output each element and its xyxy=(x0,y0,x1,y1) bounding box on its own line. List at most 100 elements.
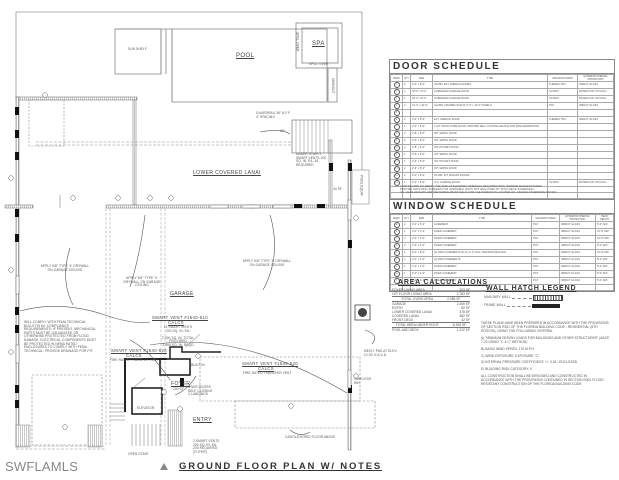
window-cell: IMPACT GLASS xyxy=(559,228,596,236)
door-schedule: DOOR SCHEDULE MARK QTY SIZE TYPE MANUFAC… xyxy=(389,59,615,200)
door-cell: 1 xyxy=(402,158,411,166)
door-cell xyxy=(577,144,614,152)
under-stair-vents-note: UNDER STAIR 2 SMART VENTS 200 SQ. IN. EA… xyxy=(296,152,327,167)
door-mark: 1 xyxy=(393,82,400,88)
door-cell: 2 xyxy=(402,137,411,145)
door-cell xyxy=(577,172,614,180)
window-cell: 8'-0" AFF xyxy=(595,256,614,264)
door-cell xyxy=(402,109,411,117)
door-cell: 2 xyxy=(402,172,411,180)
door-cell xyxy=(410,109,433,117)
area-value: 1,212 SF xyxy=(456,328,470,332)
window-cell: 1 xyxy=(402,249,411,257)
code-note-item: D) INTERNAL PRESSURE COEFFICIENT: +/- 0.… xyxy=(481,360,578,365)
fema-note: WILL COMPLY WITH FEMA TECHNICAL BULLETIN… xyxy=(24,320,97,353)
warning-triangle-icon xyxy=(160,463,168,470)
door-cell: THERMA TRU xyxy=(547,81,578,89)
door-mark: 13 xyxy=(393,166,400,172)
col-type: TYPE xyxy=(432,214,532,222)
legend-frame-label: FRAME WALL xyxy=(484,303,506,308)
col-head-height: HEAD HEIGHT xyxy=(595,214,614,222)
drywall-note-1: APPLY 5/8" TYPE 'X' DRYWALL ON GARAGE CE… xyxy=(40,264,90,272)
window-schedule-table: MARK QTY SIZE TYPE MANUFACTURER EXTERIOR… xyxy=(390,214,614,291)
door-cell: 2 xyxy=(402,165,411,173)
door-cell: 2 xyxy=(402,81,411,89)
area-value: 2,783 SF xyxy=(456,292,470,296)
area-calculations-title: AREA CALCULATIONS xyxy=(398,279,488,286)
door-cell xyxy=(577,130,614,138)
window-cell: CASEMENT xyxy=(432,221,532,229)
door-cell: INT. SWING DOOR xyxy=(432,151,548,159)
window-cell: 10'-8" AFF xyxy=(595,235,614,243)
window-cell: 3'-0" x 5'-0" xyxy=(410,221,433,229)
window-cell: 2 xyxy=(402,242,411,250)
area-label: GARAGE xyxy=(392,302,407,306)
door-cell: 1 xyxy=(402,95,411,103)
area-value: 378 SF xyxy=(459,310,470,314)
door-cell xyxy=(577,191,614,199)
pool-label: POOL xyxy=(236,53,255,59)
pool-equip-label: POOL EQUIP. xyxy=(359,175,364,197)
smart-vent-3-body: FIRE RATED TRANSFER VENT xyxy=(243,371,292,375)
window-mark: A xyxy=(393,222,400,228)
legend-masonry-wall: MASONRY WALL xyxy=(484,295,563,301)
door-cell: INT. SWING DOOR xyxy=(432,130,548,138)
code-note-item: A) "MINIMUM DESIGN LOADS FOR BUILDINGS A… xyxy=(481,336,610,345)
foyer-label: FOYER xyxy=(171,381,191,387)
window-cell: PGT xyxy=(531,249,560,257)
door-cell: PGT xyxy=(547,102,578,110)
window-cell: IMPACT GLASS xyxy=(559,235,596,243)
col-protection: EXTERIOR OPENING PROTECTION xyxy=(577,74,614,82)
door-cell: RATED FOR 170 M.P.H. xyxy=(577,95,614,103)
window-cell: 1 xyxy=(402,270,411,278)
window-cell: 3'-0" x 3'-0" xyxy=(410,228,433,236)
col-mark: MARK xyxy=(390,214,403,222)
cantilevered-floor-label: CANTILEVERED FLOOR ABOVE xyxy=(285,435,336,439)
watermark: SWFLAMLS xyxy=(5,459,79,474)
door-cell: RATED FOR 170 M.P.H. xyxy=(577,88,614,96)
smart-vent-1-body: 12 SMART VENTS 200 SQ. IN. EA. 2,400 SQ.… xyxy=(162,325,195,347)
door-cell: IMPACT GLASS xyxy=(577,102,614,110)
window-schedule: WINDOW SCHEDULE MARK QTY SIZE TYPE MANUF… xyxy=(389,199,615,292)
door-cell xyxy=(577,123,614,131)
door-cell: CLOPAY xyxy=(547,95,578,103)
area-value: 82 SF xyxy=(461,306,470,310)
col-type: TYPE xyxy=(432,74,548,82)
smart-vent-2-title: SMART VENT #1540-520 xyxy=(111,348,167,353)
door-mark: 10 xyxy=(393,145,400,151)
window-cell: PGT xyxy=(531,221,560,229)
window-cell: 4 xyxy=(402,221,411,229)
door-cell xyxy=(547,137,578,145)
window-cell: 4'-0" x 6'-0" xyxy=(410,256,433,264)
window-cell: PGT xyxy=(531,228,560,236)
code-note-item: E) BUILDING RISK CATEGORY: II xyxy=(481,367,532,372)
area-label: FOYER LIVING AREA xyxy=(392,288,425,292)
window-mark: C xyxy=(393,236,400,242)
door-cell: 2 xyxy=(402,102,411,110)
bottom-vents-note: 2 SMART VENTS 200 SQ. IN. EA. 200 REQUIR… xyxy=(193,439,220,454)
code-note-item: B) BASIC WIND SPEED: 170 M.P.H. xyxy=(481,347,535,352)
area-44-label: 44 SF xyxy=(333,187,343,191)
code-notes-closing: ALL CONSTRUCTION SHALL BE DESIGNED AND C… xyxy=(481,373,604,387)
door-cell: INT. POCKET DOOR xyxy=(432,144,548,152)
legend-masonry-label: MASONRY WALL xyxy=(484,295,511,300)
window-row xyxy=(390,284,614,291)
window-cell: PGT xyxy=(531,256,560,264)
spill-over-label-1: SPILL OVER xyxy=(295,32,300,52)
window-cell: FIXED CASEMENT xyxy=(432,228,532,236)
masonry-swatch xyxy=(532,295,563,301)
door-row xyxy=(390,191,614,199)
window-cell: IMPACT GLASS xyxy=(559,249,596,257)
